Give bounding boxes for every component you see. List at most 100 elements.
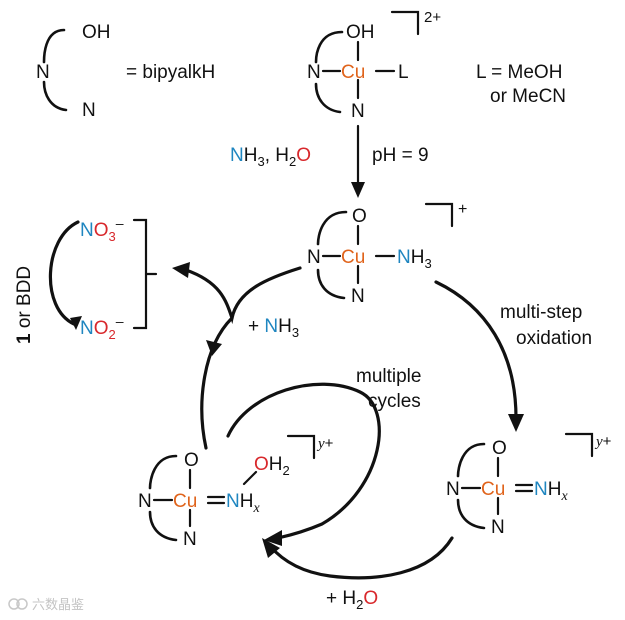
water-lower-arc [148,510,178,542]
nitrene-n-left: N [446,479,460,500]
nitrate-sub: 3 [109,229,116,244]
step1-n: N [230,145,244,166]
hydration-arrow [268,536,454,580]
start-n-left: N [307,62,321,83]
nitrene-charge: y+ [594,433,612,450]
ammine-n: N [397,247,411,268]
nitrate-charge: – [116,215,124,231]
release-arrowhead [172,262,190,278]
legend-bipyalkh-label: = bipyalkH [126,62,215,83]
nitrene-upper-arc [456,442,486,478]
nitrene-nhx-label: NHx [534,479,568,504]
start-n-bottom: N [351,101,365,122]
left-cycle-arrowhead [206,340,222,356]
plus-h2o-o: O [363,588,378,609]
release-arrow-group: + NH3 [172,262,302,340]
water-charge: y+ [316,435,334,452]
step1-arrow-group: NH3, H2O pH = 9 [230,124,429,198]
plus-nh3-h: H [278,316,292,337]
ammine-charge: + [458,201,467,218]
water-upper-arc [148,454,178,490]
water-complex: O N Cu NHx OH2 N y+ [138,434,334,550]
step1-h-sub: 3 [257,154,264,169]
start-l-label: L [398,62,409,83]
products: NO3– NO2– 1 or BDD [14,215,158,344]
hydration-arrowhead [262,538,280,558]
nitrene-lower-arc [456,498,486,530]
nitrite-o: O [94,318,109,339]
ammine-h: H [411,247,425,268]
water-charge-plus: + [325,435,334,452]
multiple-cycles-arrowhead [264,530,282,546]
water-n-bottom: N [183,529,197,550]
step1-arrowhead [351,182,365,198]
release-arrow [184,266,302,325]
plus-nh3-label: + NH3 [248,316,299,340]
ammine-n-left: N [307,247,321,268]
nitrite-charge: – [116,313,124,329]
water-o-label: O [184,450,199,471]
water-n-left: N [138,491,152,512]
step1-ph: pH = 9 [372,145,429,166]
ammine-lower-arc [316,268,346,300]
water-n-oh2-bond [242,470,258,486]
ammine-nh3-label: NH3 [397,247,432,271]
nitrite-arc-arrowhead [70,316,82,330]
watermark-text: 六数晶鉴 [32,598,84,613]
water-oh2-h: H [269,454,283,475]
water-n: N [226,491,240,512]
start-upper-arc [314,30,344,64]
catalyst-label: 1 or BDD [14,266,35,344]
l-definition-line2: or MeCN [490,86,566,107]
nitrene-charge-y: y [594,434,603,450]
oxidation-arrowhead [508,414,524,432]
plus-nh3-n: N [264,316,278,337]
legend-upper-arc [42,28,66,64]
nitrate-nitrite-arc [48,220,80,326]
watermark-icon [8,598,20,610]
step1-o: O [296,145,311,166]
nitrate-label: NO3– [80,215,124,244]
nitrene-h: H [548,479,562,500]
legend-oh-label: OH [82,22,111,43]
catalyst-bold: 1 [14,333,35,344]
cycles-line1: multiple [356,366,421,387]
plus-h2o-plus: + H [326,588,356,609]
plus-nh3-plus: + [248,316,264,337]
ammine-h-sub: 3 [424,256,431,271]
water-nhx-label: NHx [226,491,260,516]
step1-h: H [244,145,258,166]
nitrate-n: N [80,220,94,241]
water-oh2-sub: 2 [283,463,290,478]
nitrene-n: N [534,479,548,500]
nitrene-n-bottom: N [491,517,505,538]
ligand-legend: OH N N = bipyalkH [36,22,215,121]
plus-nh3-sub: 3 [292,325,299,340]
oxidation-arrow-group: multi-step oxidation [434,280,592,432]
nitrene-x: x [560,489,568,504]
nitrite-n: N [80,318,94,339]
water-bracket [286,434,316,460]
step1-comma-h: , H [265,145,289,166]
step1-h2o-sub: 2 [289,154,296,169]
cycles-line2: cycles [368,391,421,412]
nitrate-o: O [94,220,109,241]
ammine-bracket [424,202,454,228]
nitrene-complex: O N Cu NHx N y+ [446,432,612,538]
ammine-o-label: O [352,206,367,227]
left-cycle-arrow [200,316,234,450]
nitrene-charge-plus: + [603,433,612,450]
oxidation-line2: oxidation [516,328,592,349]
water-oh2-o: O [254,454,269,475]
product-bracket [132,218,148,330]
multiple-cycles-group: multiple cycles [226,366,421,546]
watermark-icon-2 [16,598,28,610]
start-bracket [390,10,420,36]
plus-h2o-label: + H2O [326,588,378,612]
catalyst-rest: or BDD [14,266,35,334]
ammine-cu-label: Cu [341,247,365,268]
water-charge-y: y [316,436,325,452]
start-lower-arc [314,82,342,114]
oxidation-line1: multi-step [500,302,582,323]
